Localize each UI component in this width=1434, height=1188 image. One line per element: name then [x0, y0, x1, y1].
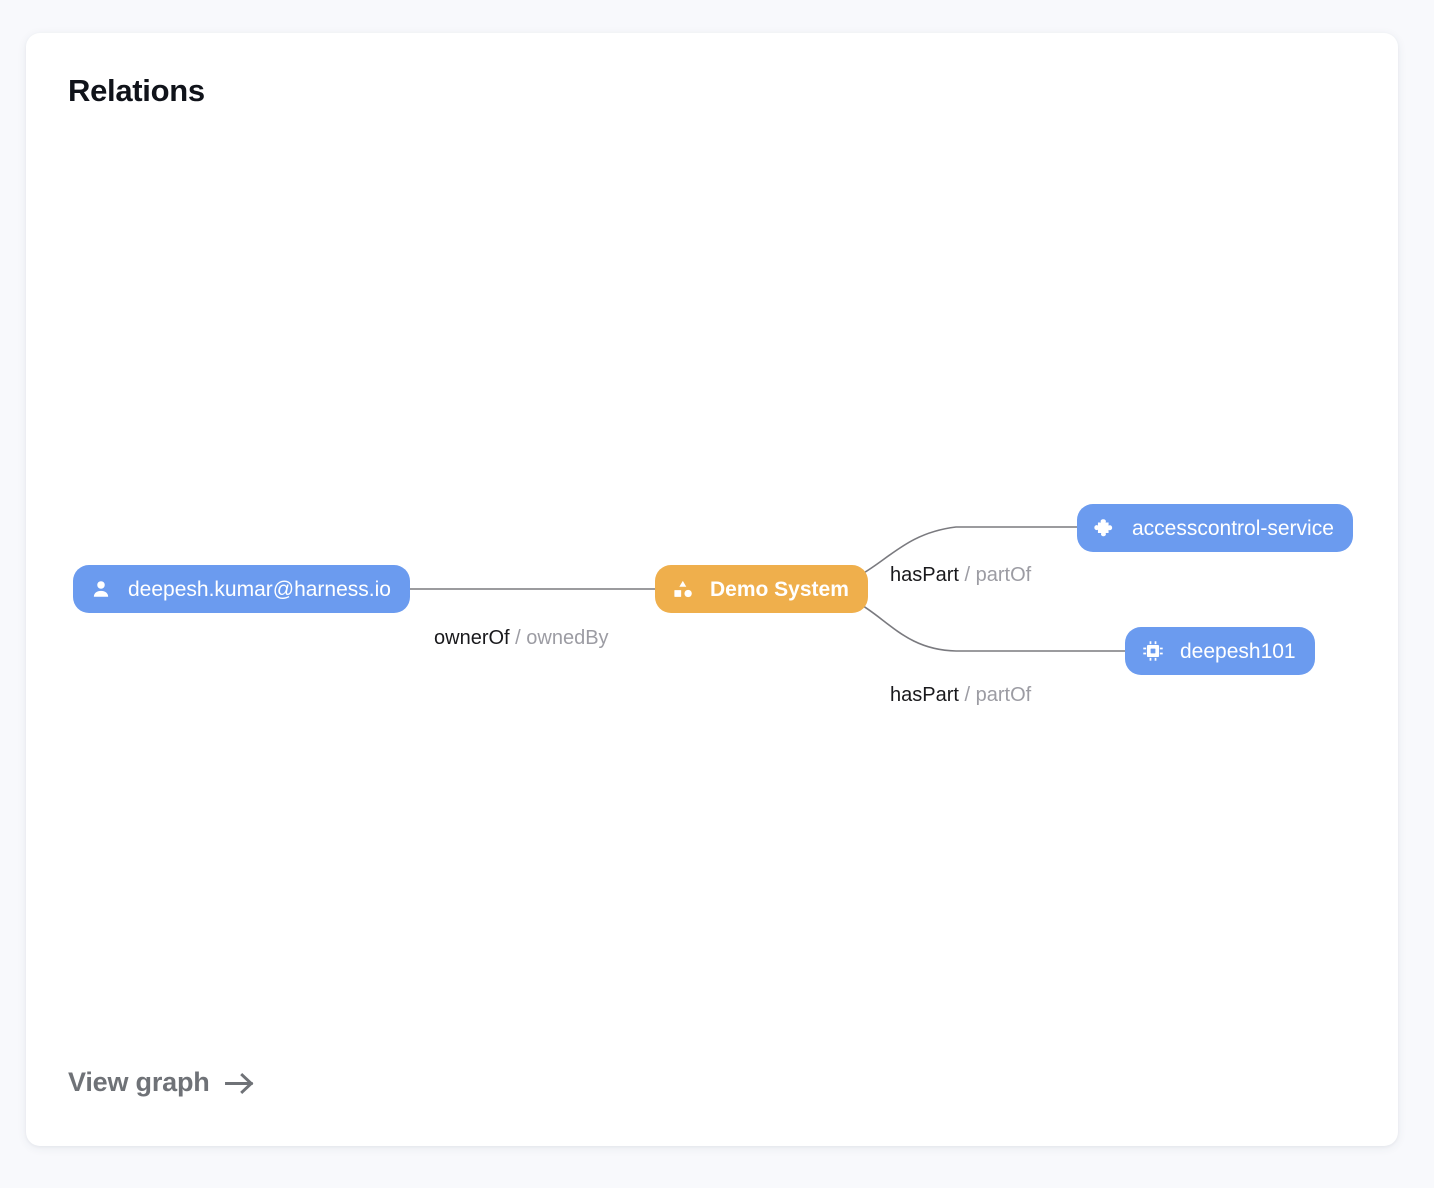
person-icon — [90, 578, 112, 600]
edge-label-reverse: partOf — [975, 684, 1032, 706]
graph-node-resource[interactable]: deepesh101 — [1125, 627, 1315, 675]
edge-label-separator: / — [958, 564, 976, 586]
view-graph-label: View graph — [68, 1067, 210, 1097]
puzzle-piece-icon — [1094, 517, 1116, 539]
edge-label-forward: ownerOf — [434, 627, 510, 649]
view-graph-link[interactable]: View graph — [68, 1067, 256, 1098]
graph-node-user[interactable]: deepesh.kumar@harness.io — [73, 565, 410, 613]
edge-label-haspart-resource: hasPart / partOf — [890, 685, 1031, 705]
page-title: Relations — [68, 73, 205, 108]
graph-node-label: Demo System — [710, 577, 849, 601]
graph-node-component[interactable]: accesscontrol-service — [1077, 504, 1353, 552]
edge-label-ownerof: ownerOf / ownedBy — [434, 628, 609, 648]
graph-node-label: deepesh.kumar@harness.io — [128, 577, 391, 601]
edge-label-forward: hasPart — [890, 684, 959, 706]
edge-label-separator: / — [509, 627, 527, 649]
graph-node-system[interactable]: Demo System — [655, 565, 868, 613]
edge-label-forward: hasPart — [890, 564, 959, 586]
edge-label-reverse: partOf — [975, 564, 1032, 586]
relations-graph: deepesh.kumar@harness.io Demo System — [26, 33, 1398, 1146]
edge-label-reverse: ownedBy — [526, 627, 609, 649]
chip-icon — [1142, 640, 1164, 662]
edge-label-separator: / — [958, 684, 976, 706]
graph-node-label: accesscontrol-service — [1132, 516, 1334, 540]
edge-haspart-resource — [854, 600, 1125, 652]
arrow-right-icon — [224, 1070, 256, 1097]
shapes-icon — [672, 578, 694, 600]
edge-label-haspart-component: hasPart / partOf — [890, 565, 1031, 585]
relations-card: Relations deepesh.kumar@harness.io — [26, 33, 1398, 1146]
graph-node-label: deepesh101 — [1180, 639, 1296, 663]
